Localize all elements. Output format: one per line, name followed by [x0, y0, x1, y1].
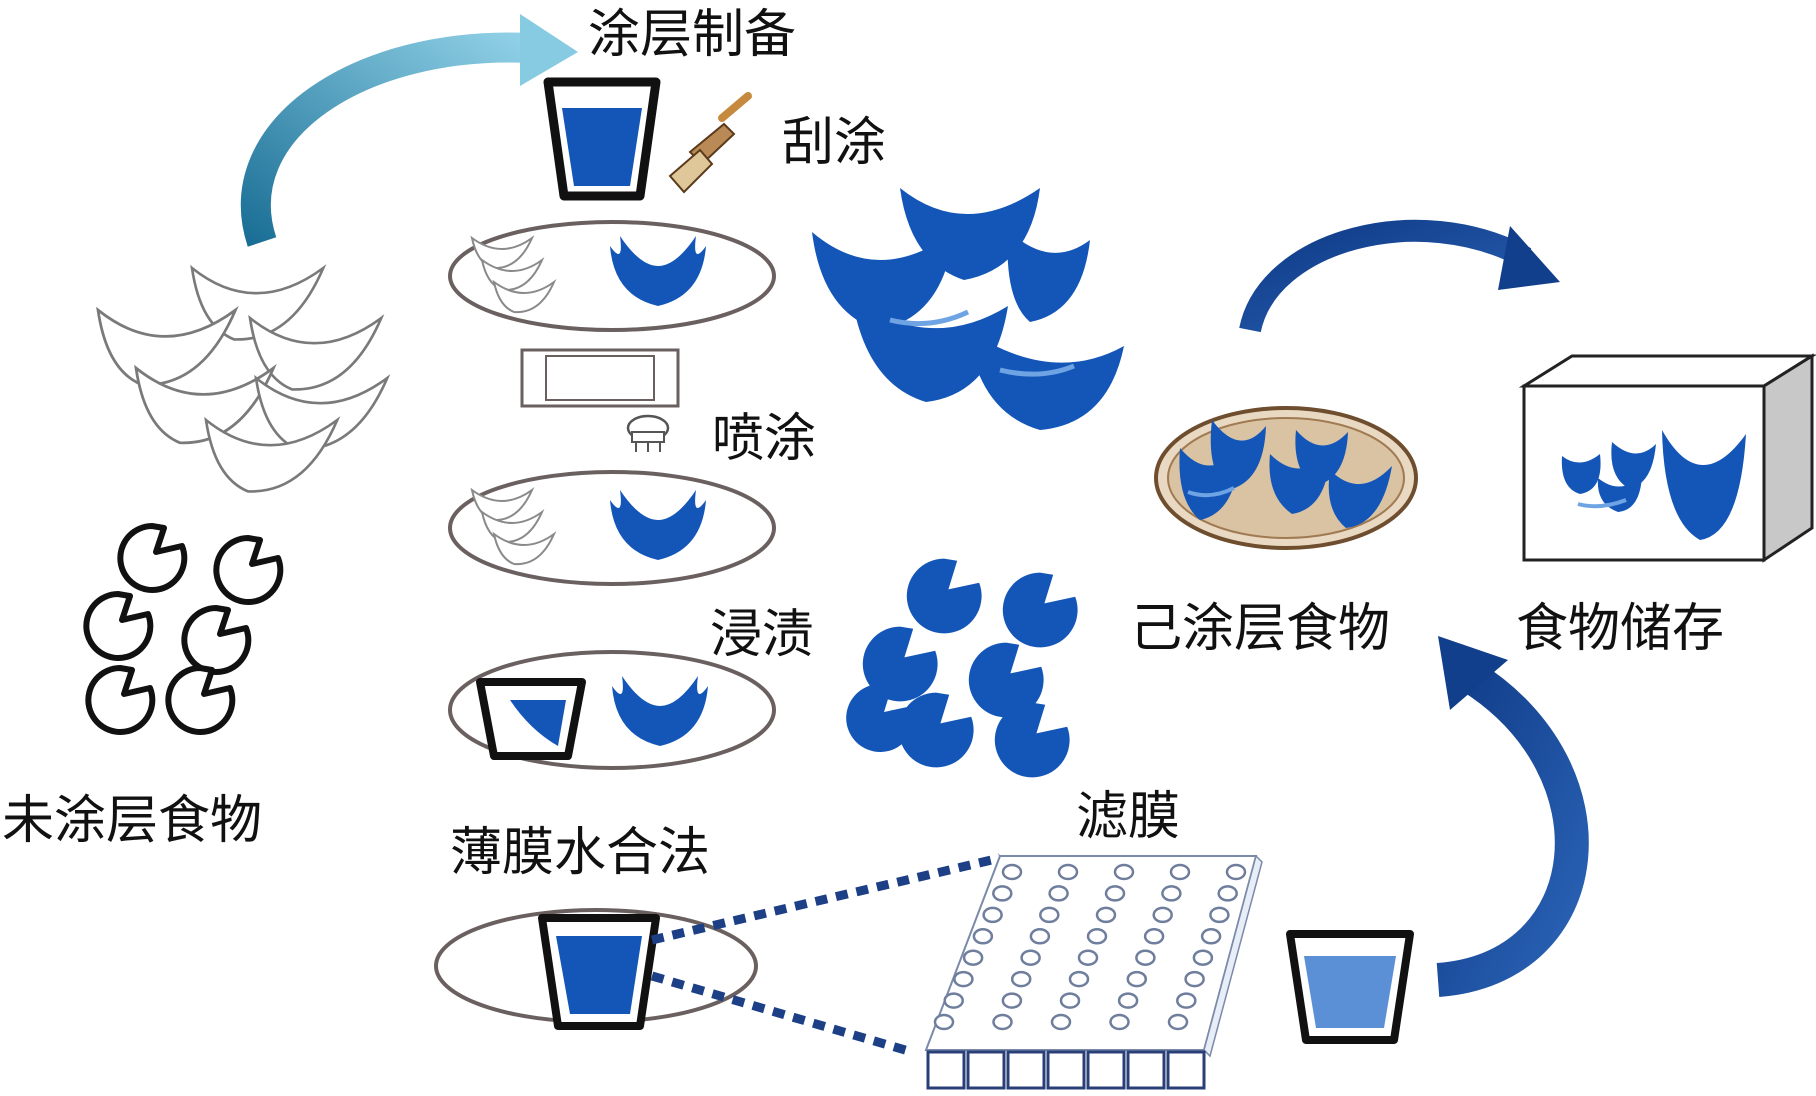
coating-prep-label: 涂层制备 [588, 5, 796, 65]
arrow-to-coating-prep [241, 14, 578, 247]
filter-pore [1109, 1013, 1130, 1031]
filter-pore [1176, 992, 1197, 1009]
filter-pore [1095, 906, 1117, 924]
filter-pore [943, 992, 964, 1009]
uncoated-pac-shapes [86, 526, 280, 732]
dipping-label: 浸渍 [710, 605, 814, 665]
filter-pore [1050, 1013, 1072, 1031]
filter-pore [1192, 949, 1214, 966]
cup-icon [543, 77, 661, 201]
blade-coating-plate [448, 220, 776, 332]
uncoated-food-label: 未涂层食物 [2, 791, 262, 851]
filter-pore [1077, 949, 1099, 966]
filter-pore [972, 928, 994, 945]
dipping-plate [448, 650, 776, 770]
filter-pore [1167, 1013, 1189, 1031]
filter-pore [1029, 928, 1051, 945]
filter-cell [926, 1050, 966, 1090]
spray-rail [520, 348, 680, 408]
filter-pore [1059, 992, 1081, 1009]
filter-pore [953, 970, 974, 988]
filter-pore [1169, 863, 1191, 881]
filter-pore [1001, 992, 1023, 1009]
brush-icon [668, 92, 752, 194]
filter-pore [1010, 970, 1032, 988]
arrow-to-storage [1239, 219, 1560, 333]
basket-icon [1154, 406, 1418, 550]
filter-pore [992, 1013, 1013, 1031]
thin-film-hydration-label: 薄膜水合法 [450, 823, 710, 883]
filter-cell [1046, 1050, 1086, 1090]
filter-pore [1039, 906, 1060, 924]
spray-nozzle-icon [626, 414, 670, 452]
filter-cell [1006, 1050, 1046, 1090]
filter-pore [933, 1013, 955, 1031]
filter-pore [1217, 885, 1238, 902]
filter-pore [1200, 928, 1222, 945]
storage-box-icon [1518, 353, 1816, 563]
coated-crescents-large [812, 188, 1124, 430]
filter-cell [1166, 1050, 1206, 1090]
filter-pore [982, 906, 1003, 924]
coated-pac-shapes [846, 558, 1078, 778]
filter-connector-lines [650, 853, 1002, 1057]
filter-membrane-icon [924, 854, 1263, 1090]
filter-pore [1143, 928, 1165, 945]
spray-coating-plate [448, 470, 776, 586]
filter-pore [1104, 885, 1126, 902]
uncoated-crescents [96, 266, 389, 493]
filter-pore [992, 885, 1013, 902]
filter-pore [1113, 863, 1135, 881]
filtered-solution-cup [1286, 930, 1414, 1044]
coated-food-label: 己涂层食物 [1130, 599, 1390, 659]
filter-pore [1225, 863, 1247, 881]
filter-pore [962, 949, 984, 966]
filter-pore [1086, 928, 1108, 945]
cup-icon [538, 914, 660, 1030]
filter-pore [1068, 970, 1090, 988]
filter-pore [1057, 863, 1079, 881]
filter-pore [1126, 970, 1148, 988]
filter-pore [1209, 906, 1230, 924]
filter-cell [1126, 1050, 1166, 1090]
filter-pore [1020, 949, 1041, 966]
filter-pore [1161, 885, 1182, 902]
filter-pore [1135, 949, 1156, 966]
filter-cell [966, 1050, 1006, 1090]
filter-pore [1117, 992, 1139, 1009]
filter-membrane-label: 滤膜 [1076, 787, 1180, 847]
filter-pore [1048, 885, 1069, 902]
filter-pore [1001, 863, 1023, 881]
filter-cell [1086, 1050, 1126, 1090]
blade-coating-label: 刮涂 [782, 113, 886, 173]
filter-pore [1152, 906, 1173, 924]
arrow-to-coated-food [1436, 636, 1589, 997]
filter-pore [1184, 970, 1205, 988]
spray-coating-label: 喷涂 [712, 409, 816, 469]
food-storage-label: 食物储存 [1516, 599, 1724, 659]
